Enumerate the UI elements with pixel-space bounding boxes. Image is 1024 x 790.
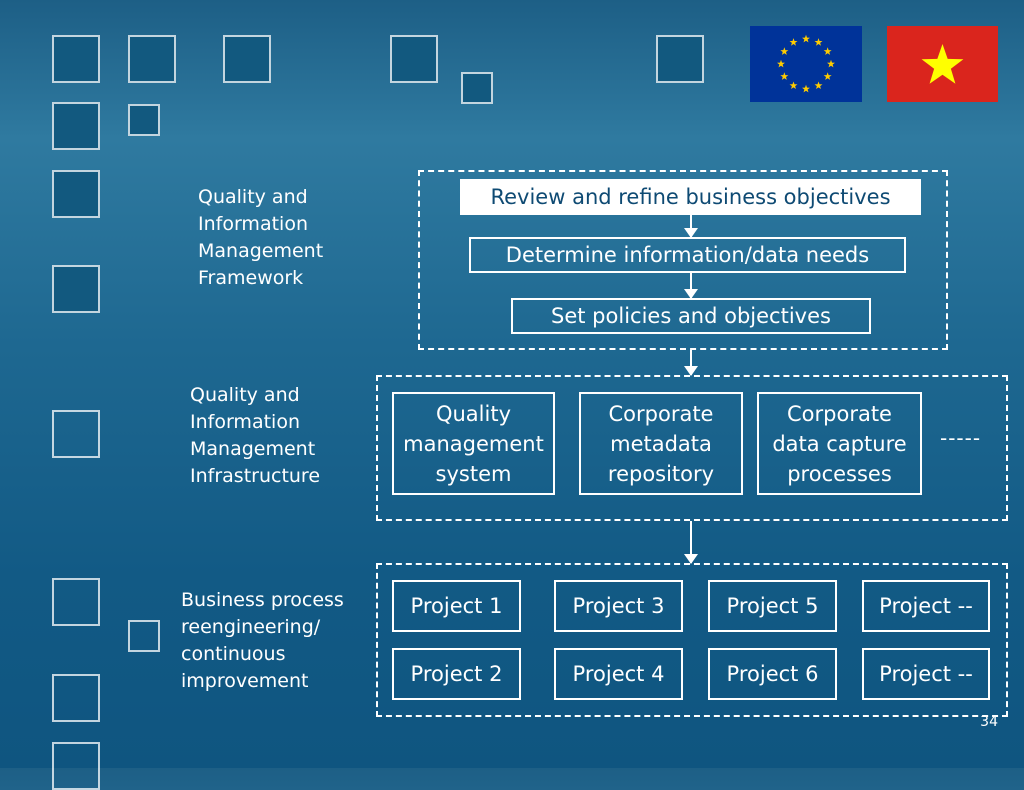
eu-star-icon <box>823 47 832 55</box>
project-box: Project 5 <box>708 580 837 632</box>
eu-star-icon <box>823 72 832 80</box>
infrastructure-label-line: Management <box>190 438 316 460</box>
infra-quality-management: Quality management system <box>392 392 555 495</box>
deco-square <box>223 35 271 83</box>
deco-square <box>128 104 160 136</box>
framework-label-line: Quality and <box>198 186 308 208</box>
infrastructure-label-line: Information <box>190 411 300 433</box>
project-box: Project 3 <box>554 580 683 632</box>
framework-step-review: Review and refine business objectives <box>460 179 921 215</box>
project-box: Project 1 <box>392 580 521 632</box>
deco-square <box>52 170 100 218</box>
eu-star-icon <box>777 59 785 68</box>
projects-label: Business process reengineering/ continuo… <box>181 587 344 695</box>
infra-text: data capture <box>772 431 907 456</box>
deco-square <box>656 35 704 83</box>
framework-label-line: Information <box>198 213 308 235</box>
infra-text: management <box>403 431 544 456</box>
deco-square <box>128 35 176 83</box>
infra-text: repository <box>607 461 715 486</box>
framework-label-line: Framework <box>198 267 304 289</box>
infra-text: processes <box>787 461 892 486</box>
projects-label-line: improvement <box>181 670 309 692</box>
eu-star-icon <box>802 84 810 93</box>
project-box: Project 2 <box>392 648 521 700</box>
infra-ellipsis: ----- <box>940 426 982 450</box>
eu-star-icon <box>814 81 823 90</box>
project-box: Project -- <box>862 648 990 700</box>
projects-label-line: reengineering/ <box>181 616 321 638</box>
page-number: 34 <box>980 714 998 730</box>
vietnam-flag-icon <box>887 26 998 102</box>
infra-text: Quality <box>435 401 512 426</box>
project-box: Project 4 <box>554 648 683 700</box>
eu-flag-icon <box>750 26 862 102</box>
framework-label-line: Management <box>198 240 324 262</box>
framework-group <box>418 170 948 350</box>
eu-star-icon <box>827 59 835 68</box>
infra-text: Corporate <box>787 401 892 426</box>
infrastructure-group <box>376 375 1008 521</box>
eu-star-icon <box>789 81 798 90</box>
deco-square <box>52 674 100 722</box>
deco-square <box>390 35 438 83</box>
deco-square <box>128 620 160 652</box>
infrastructure-label-line: Infrastructure <box>190 465 321 487</box>
infra-data-capture: Corporate data capture processes <box>757 392 922 495</box>
infrastructure-label-line: Quality and <box>190 384 300 406</box>
framework-step-determine: Determine information/data needs <box>469 237 906 273</box>
eu-star-icon <box>814 38 823 46</box>
infrastructure-label: Quality and Information Management Infra… <box>190 382 320 490</box>
deco-square <box>52 102 100 150</box>
infra-text: metadata <box>610 431 712 456</box>
projects-label-line: Business process <box>181 589 344 611</box>
arrow-icon <box>684 521 698 564</box>
projects-label-line: continuous <box>181 643 286 665</box>
eu-star-icon <box>780 47 789 55</box>
deco-square <box>52 742 100 790</box>
project-box: Project -- <box>862 580 990 632</box>
eu-star-icon <box>789 38 798 46</box>
infra-metadata-repository: Corporate metadata repository <box>579 392 743 495</box>
deco-square <box>52 35 100 83</box>
project-box: Project 6 <box>708 648 837 700</box>
eu-star-icon <box>802 34 810 43</box>
eu-star-icon <box>780 72 789 80</box>
projects-group <box>376 563 1008 717</box>
arrow-icon <box>684 273 698 299</box>
arrow-icon <box>684 215 698 238</box>
infra-text: Corporate <box>608 401 714 426</box>
deco-square <box>461 72 493 104</box>
deco-square <box>52 410 100 458</box>
deco-square <box>52 578 100 626</box>
deco-square <box>52 265 100 313</box>
framework-label: Quality and Information Management Frame… <box>198 184 323 292</box>
framework-step-policies: Set policies and objectives <box>511 298 871 334</box>
infra-text: system <box>435 461 512 486</box>
arrow-icon <box>684 350 698 376</box>
